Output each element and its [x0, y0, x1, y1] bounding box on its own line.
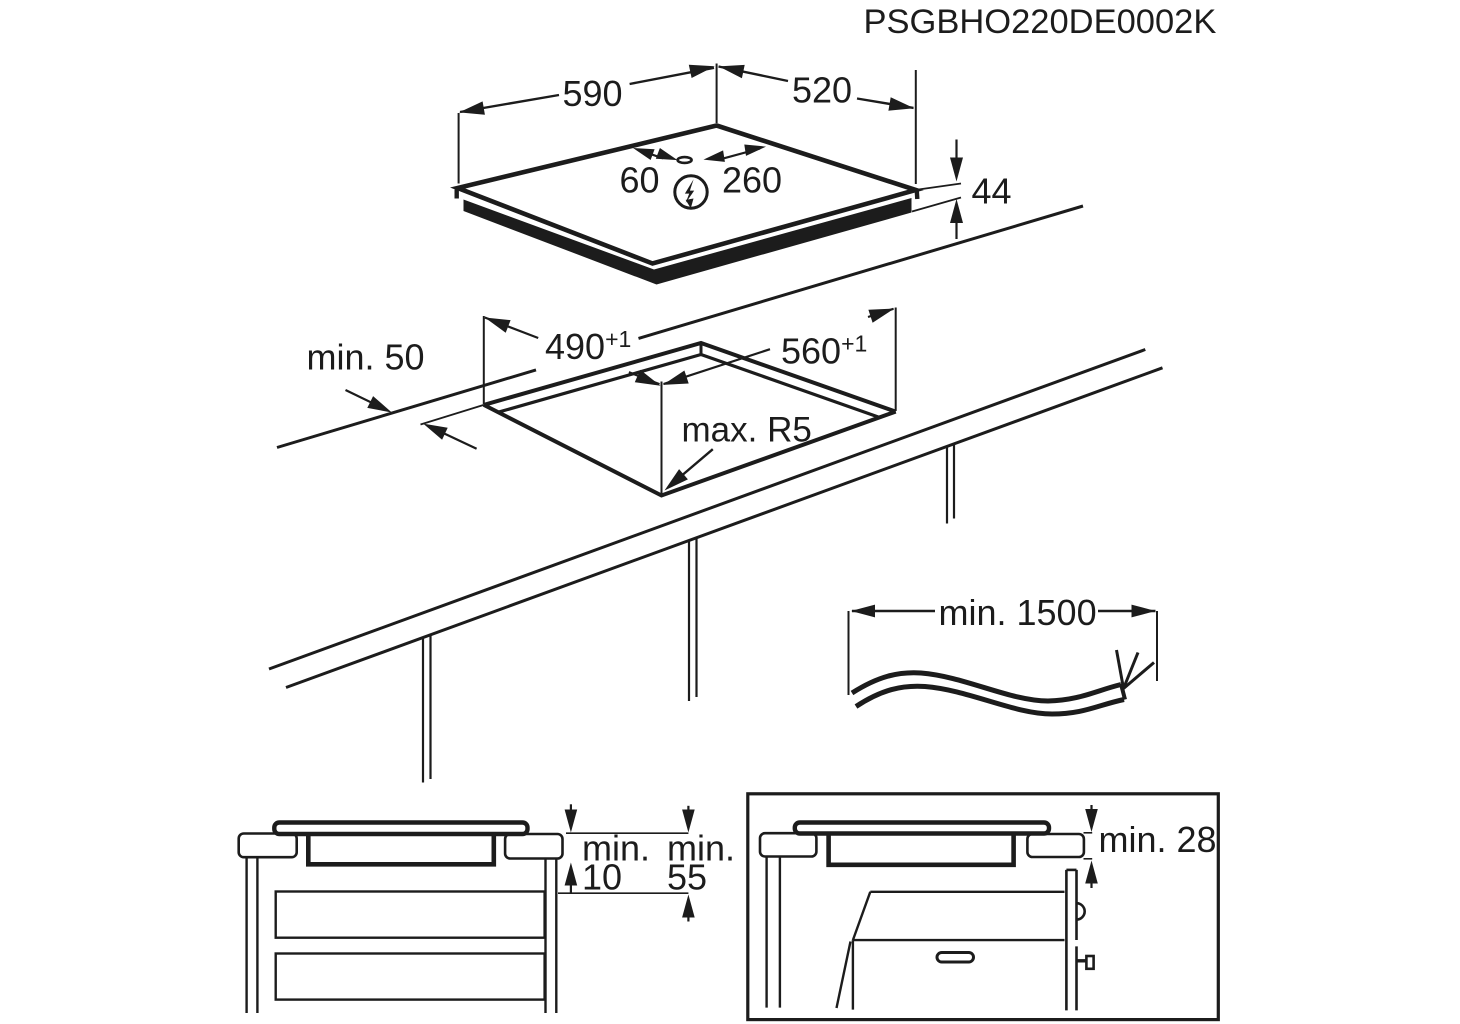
svg-text:min. 28: min. 28 — [1099, 819, 1217, 860]
svg-text:min. 1500: min. 1500 — [939, 592, 1097, 633]
svg-text:max. R5: max. R5 — [682, 411, 812, 450]
svg-text:min.: min. — [667, 828, 735, 869]
svg-text:520: 520 — [792, 70, 852, 111]
svg-text:490+1: 490+1 — [545, 326, 631, 367]
svg-text:44: 44 — [971, 171, 1011, 212]
svg-text:60: 60 — [619, 160, 659, 201]
svg-text:min. 50: min. 50 — [307, 337, 425, 378]
svg-text:55: 55 — [667, 857, 707, 898]
svg-text:PSGBHO220DE0002K: PSGBHO220DE0002K — [864, 3, 1217, 41]
svg-text:260: 260 — [722, 160, 782, 201]
svg-text:min.: min. — [582, 828, 650, 869]
svg-text:590: 590 — [562, 73, 622, 114]
svg-text:560+1: 560+1 — [781, 331, 867, 372]
svg-text:10: 10 — [582, 857, 622, 898]
